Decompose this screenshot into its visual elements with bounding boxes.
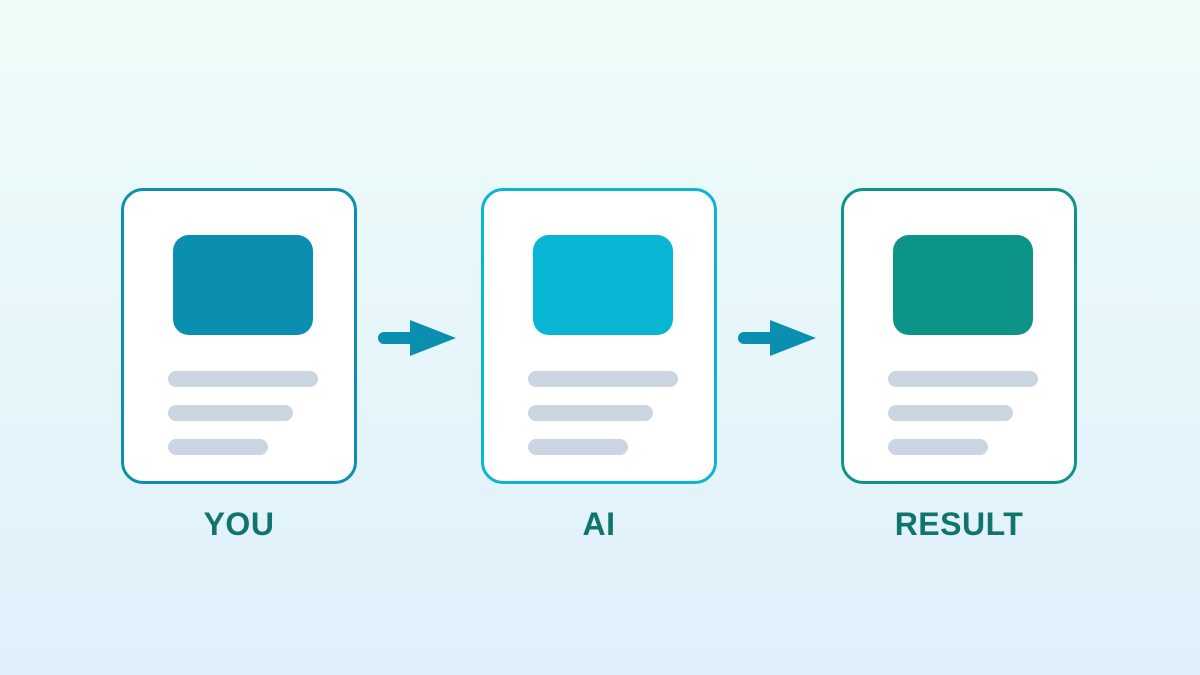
arrow-right-icon bbox=[738, 320, 816, 356]
card-you-text-line bbox=[168, 371, 318, 387]
label-result: RESULT bbox=[894, 506, 1024, 542]
card-you bbox=[121, 188, 357, 484]
card-result-image-placeholder bbox=[893, 235, 1033, 335]
card-result-text-line bbox=[888, 439, 988, 455]
card-you-image-placeholder bbox=[173, 235, 313, 335]
card-result-text-line bbox=[888, 405, 1013, 421]
card-ai bbox=[481, 188, 717, 484]
card-result-text-line bbox=[888, 371, 1038, 387]
card-ai-text-line bbox=[528, 405, 653, 421]
card-you-text-line bbox=[168, 405, 293, 421]
card-ai-image-placeholder bbox=[533, 235, 673, 335]
arrow-right-icon bbox=[378, 320, 456, 356]
card-ai-text-line bbox=[528, 439, 628, 455]
label-you: YOU bbox=[203, 506, 275, 542]
card-result bbox=[841, 188, 1077, 484]
card-ai-text-line bbox=[528, 371, 678, 387]
label-ai: AI bbox=[582, 506, 616, 542]
card-you-text-line bbox=[168, 439, 268, 455]
